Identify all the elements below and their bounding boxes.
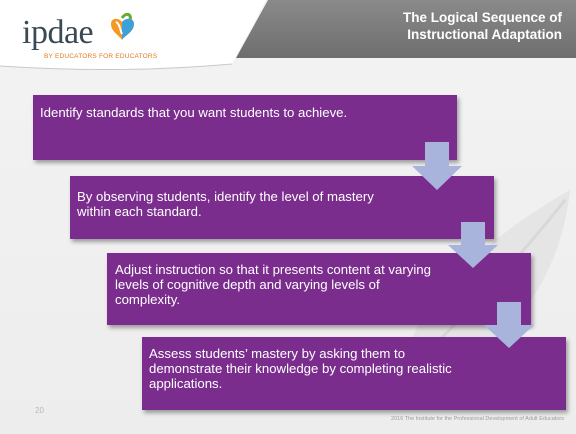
- down-arrow-icon: [412, 142, 462, 190]
- step-box-3: Adjust instruction so that it presents c…: [107, 253, 531, 325]
- logo-wordmark: ipdae: [22, 14, 94, 51]
- step-text-4: Assess students’ mastery by asking them …: [149, 346, 452, 391]
- step-text-3: Adjust instruction so that it presents c…: [115, 262, 431, 307]
- step-box-2: By observing students, identify the leve…: [70, 176, 494, 239]
- logo-tagline: BY EDUCATORS FOR EDUCATORS: [44, 53, 158, 60]
- step-box-1: Identify standards that you want student…: [33, 95, 457, 160]
- heart-apple-icon: [111, 12, 134, 40]
- title-line-1: The Logical Sequence of: [402, 10, 562, 25]
- slide-title: The Logical Sequence of Instructional Ad…: [322, 9, 562, 43]
- down-arrow-icon: [448, 222, 498, 268]
- step-text-1: Identify standards that you want student…: [40, 105, 348, 120]
- down-arrow-icon: [484, 302, 534, 348]
- step-box-4: Assess students’ mastery by asking them …: [142, 337, 566, 410]
- step-text-2: By observing students, identify the leve…: [77, 189, 374, 219]
- title-line-2: Instructional Adaptation: [407, 27, 562, 42]
- footer-copyright: 2016 The Institute for the Professional …: [391, 416, 564, 422]
- header-band: [0, 0, 576, 74]
- ipdae-logo: ipdae BY EDUCATORS FOR EDUCATORS: [22, 10, 212, 62]
- page-number: 20: [35, 406, 44, 415]
